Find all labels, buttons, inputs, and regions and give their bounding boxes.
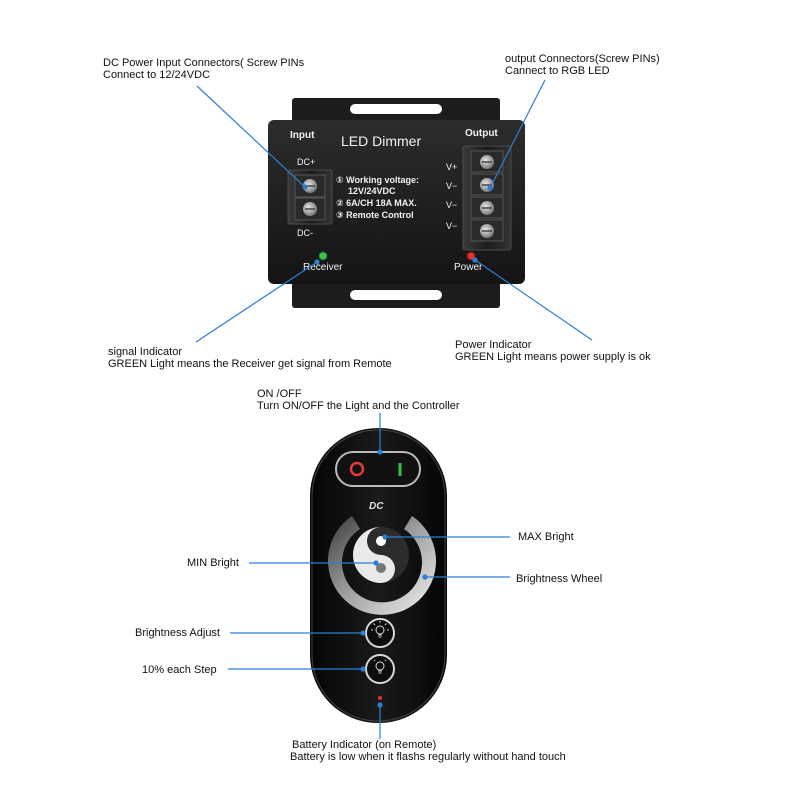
off-button-icon[interactable] xyxy=(349,461,365,477)
dimmer-top-slot xyxy=(350,104,442,114)
battery-leader-dot xyxy=(377,702,383,708)
onoff-leader-dot xyxy=(377,449,383,455)
battery-indicator-desc: Battery is low when it flashs regularly … xyxy=(290,751,566,763)
dimmer-spec-1: ① Working voltage: xyxy=(336,175,419,185)
output-v-plus: V+ xyxy=(446,162,457,172)
brightness-up-button[interactable] xyxy=(365,618,395,648)
remote-logo: DC xyxy=(369,501,384,512)
min-bright-leader-dot xyxy=(373,560,379,566)
battery-led-icon xyxy=(378,696,382,700)
brightness-wheel-label: Brightness Wheel xyxy=(516,573,603,585)
output-v-minus-2: V− xyxy=(446,200,457,210)
output-leader xyxy=(489,79,546,189)
callout-lines xyxy=(195,79,593,739)
wheel-leader-dot xyxy=(422,574,428,580)
power-leader xyxy=(474,259,593,341)
remote-edge xyxy=(311,429,446,722)
output-v-minus-3: V− xyxy=(446,221,457,231)
dc-input-leader-dot xyxy=(302,184,308,190)
dc-input-leader xyxy=(196,85,306,188)
remote-control: DC xyxy=(310,428,447,723)
dimmer-title: LED Dimmer xyxy=(341,133,421,149)
output-leader-dot xyxy=(487,185,493,191)
max-bright-label: MAX Bright xyxy=(518,531,574,543)
signal-leader-dot xyxy=(314,259,320,265)
max-bright-leader-dot xyxy=(382,534,388,540)
signal-indicator-desc: GREEN Light means the Receiver get signa… xyxy=(108,358,392,370)
dimmer-bottom-slot xyxy=(350,290,442,300)
power-indicator-desc: GREEN Light means power supply is ok xyxy=(455,351,651,363)
power-leader-dot xyxy=(472,257,478,263)
led-dimmer-device: LED Dimmer Input Output DC+ DC- ① Workin… xyxy=(268,98,525,308)
onoff-capsule xyxy=(335,451,421,487)
signal-leader xyxy=(195,261,318,343)
bulb-bright-icon xyxy=(371,621,389,638)
onoff-title: ON /OFF xyxy=(257,388,302,400)
onoff-desc: Turn ON/OFF the Light and the Controller xyxy=(257,400,460,412)
output-v-minus-1: V− xyxy=(446,181,457,191)
brightness-adjust-label: Brightness Adjust xyxy=(135,627,220,639)
receiver-label: Receiver xyxy=(303,262,343,273)
bulb-dim-icon xyxy=(373,659,387,674)
dimmer-body xyxy=(268,120,525,284)
dimmer-spec-3: ③ Remote Control xyxy=(336,210,414,220)
brightness-adjust-leader-dot xyxy=(360,630,366,636)
dimmer-dc-minus: DC- xyxy=(297,228,313,238)
output-label-line2: Cannect to RGB LED xyxy=(505,65,610,77)
power-led-icon xyxy=(466,251,476,261)
min-bright-label: MIN Bright xyxy=(187,557,239,569)
dimmer-dc-plus: DC+ xyxy=(297,157,315,167)
dimmer-spec-1b: 12V/24VDC xyxy=(348,186,396,196)
dc-input-label-line1: DC Power Input Connectors( Screw PINs xyxy=(103,57,305,69)
signal-indicator-title: signal Indicator xyxy=(108,346,182,358)
output-label-line1: output Connectors(Screw PINs) xyxy=(505,53,660,65)
min-bright-dot-icon[interactable] xyxy=(376,563,386,573)
step-leader-dot xyxy=(360,666,366,672)
power-indicator-title: Power Indicator xyxy=(455,339,532,351)
dimmer-output-label: Output xyxy=(465,128,498,139)
dc-input-label-line2: Connect to 12/24VDC xyxy=(103,69,211,81)
step-label: 10% each Step xyxy=(142,664,217,676)
power-label: Power xyxy=(454,262,483,273)
dimmer-spec-2: ② 6A/CH 18A MAX. xyxy=(336,198,417,208)
dimmer-input-label: Input xyxy=(290,130,315,141)
brightness-down-button[interactable] xyxy=(365,654,395,684)
battery-indicator-title: Battery Indicator (on Remote) xyxy=(292,739,437,751)
receiver-led-icon xyxy=(318,251,328,261)
